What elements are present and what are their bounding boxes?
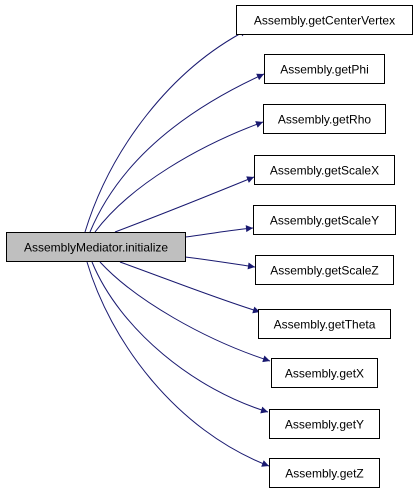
edge-to-getscalez: [184, 256, 256, 270]
edge-to-getscalex: [114, 176, 255, 233]
node-getscalex-box: [254, 155, 395, 185]
node-source-box: [6, 232, 186, 262]
edge-to-gettheta: [119, 261, 261, 314]
node-getrho-label: Assembly.getRho: [278, 113, 371, 127]
node-getcentervertex-label: Assembly.getCenterVertex: [254, 14, 395, 28]
node-getscalez-label: Assembly.getScaleZ: [270, 264, 379, 278]
node-getscalex-label: Assembly.getScaleX: [270, 164, 379, 178]
edge-to-getcentervertex: [84, 29, 248, 233]
node-getscaley-label: Assembly.getScaleY: [270, 214, 379, 228]
node-getphi-label: Assembly.getPhi: [280, 63, 368, 77]
node-getx[interactable]: Assembly.getX: [271, 358, 378, 388]
node-getx-label: Assembly.getX: [285, 367, 364, 381]
node-gettheta[interactable]: Assembly.getTheta: [258, 309, 391, 339]
edges: [84, 29, 271, 467]
node-gety[interactable]: Assembly.getY: [269, 409, 380, 439]
node-getx-box: [271, 358, 378, 388]
node-getz[interactable]: Assembly.getZ: [269, 458, 380, 488]
node-getcentervertex[interactable]: Assembly.getCenterVertex: [236, 5, 413, 35]
node-getphi-box: [264, 54, 385, 84]
node-getz-label: Assembly.getZ: [285, 467, 363, 481]
node-getscalex[interactable]: Assembly.getScaleX: [254, 155, 395, 185]
edge-to-getscaley: [184, 225, 254, 238]
node-getphi[interactable]: Assembly.getPhi: [264, 54, 385, 84]
edge-to-getz: [86, 261, 270, 467]
edge-to-getphi: [89, 73, 265, 233]
node-getcentervertex-box: [236, 5, 413, 35]
edge-to-getx: [99, 261, 271, 363]
node-getscalez[interactable]: Assembly.getScaleZ: [255, 255, 394, 285]
node-getrho[interactable]: Assembly.getRho: [263, 104, 386, 134]
node-getz-box: [269, 458, 380, 488]
node-source[interactable]: AssemblyMediator.initialize: [6, 232, 186, 262]
node-getscaley[interactable]: Assembly.getScaleY: [253, 205, 396, 235]
node-gety-label: Assembly.getY: [285, 418, 364, 432]
node-getscaley-box: [253, 205, 396, 235]
node-gettheta-label: Assembly.getTheta: [274, 318, 376, 332]
node-source-label: AssemblyMediator.initialize: [24, 241, 168, 255]
node-getscalez-box: [255, 255, 394, 285]
node-getrho-box: [263, 104, 386, 134]
node-gettheta-box: [258, 309, 391, 339]
edge-to-gety: [91, 261, 269, 414]
edge-to-getrho: [94, 121, 264, 233]
node-gety-box: [269, 409, 380, 439]
